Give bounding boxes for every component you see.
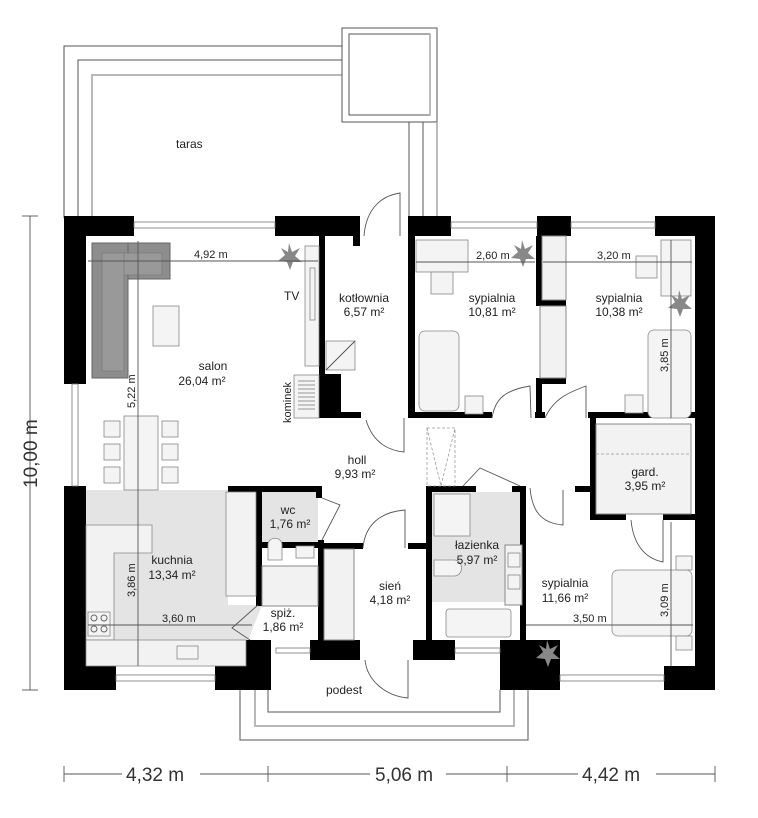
- doors: [231, 192, 664, 699]
- dim-total-depth: 10,00 m: [21, 419, 42, 488]
- room-sien-area: 4,18 m²: [370, 593, 411, 607]
- dim-kitchen-width: 3,60 m: [162, 613, 196, 625]
- room-wc-name: wc: [280, 503, 296, 517]
- dim-bottom-right: 4,42 m: [582, 765, 640, 786]
- dim-bottom-left: 4,32 m: [126, 765, 184, 786]
- terrace-label: taras: [176, 137, 203, 151]
- room-spiz-name: spiż.: [271, 606, 296, 620]
- room-salon-area: 26,04 m²: [178, 374, 225, 388]
- dim-kitchen-depth: 3,86 m: [126, 563, 138, 597]
- room-sypialnia1-name: sypialnia: [469, 291, 516, 305]
- interior-walls: [228, 236, 695, 660]
- porch: [239, 690, 529, 741]
- room-lazienka-area: 5,97 m²: [457, 553, 498, 567]
- room-holl-area: 9,93 m²: [335, 467, 376, 481]
- room-holl-name: holl: [348, 453, 367, 467]
- landing-label: podest: [326, 683, 363, 697]
- plant-icon: [278, 240, 692, 667]
- dim-bed3-width: 3,50 m: [573, 613, 607, 625]
- dim-bed2-depth: 3,85 m: [659, 338, 671, 372]
- fireplace-label: kominek: [282, 382, 294, 423]
- room-kuchnia-area: 13,34 m²: [148, 568, 195, 582]
- room-sypialnia2-name: sypialnia: [596, 291, 643, 305]
- room-lazienka-name: łazienka: [455, 538, 499, 552]
- room-sypialnia3-name: sypialnia: [542, 576, 589, 590]
- dim-bottom-middle: 5,06 m: [375, 765, 433, 786]
- room-spiz-area: 1,86 m²: [263, 620, 304, 634]
- room-wc-area: 1,76 m²: [270, 517, 311, 531]
- room-gard-area: 3,95 m²: [625, 479, 666, 493]
- wc-floor: [262, 492, 318, 544]
- dim-bed3-depth: 3,09 m: [659, 583, 671, 617]
- furniture: [85, 235, 693, 667]
- windows: [71, 221, 665, 682]
- dim-salon-width: 4,92 m: [194, 249, 228, 261]
- room-kotlownia-name: kotłownia: [339, 291, 389, 305]
- dim-bed1-width: 2,60 m: [476, 250, 510, 262]
- room-sypialnia1-area: 10,81 m²: [468, 305, 515, 319]
- tv-label: TV: [284, 289, 299, 303]
- room-kotlownia-area: 6,57 m²: [344, 305, 385, 319]
- terrace: [63, 27, 438, 218]
- dim-salon-depth: 5,22 m: [126, 374, 138, 408]
- labels: taras podest salon 26,04 m² kotłownia 6,…: [21, 137, 671, 786]
- room-gard-name: gard.: [631, 465, 658, 479]
- exterior-walls: [64, 216, 715, 690]
- dimension-lines: [22, 215, 716, 782]
- dim-bed2-width: 3,20 m: [597, 250, 631, 262]
- room-sypialnia3-area: 11,66 m²: [542, 591, 588, 605]
- room-kuchnia-name: kuchnia: [151, 553, 193, 567]
- room-sien-name: sień: [379, 579, 401, 593]
- room-sypialnia2-area: 10,38 m²: [595, 305, 642, 319]
- room-salon-name: salon: [199, 359, 228, 373]
